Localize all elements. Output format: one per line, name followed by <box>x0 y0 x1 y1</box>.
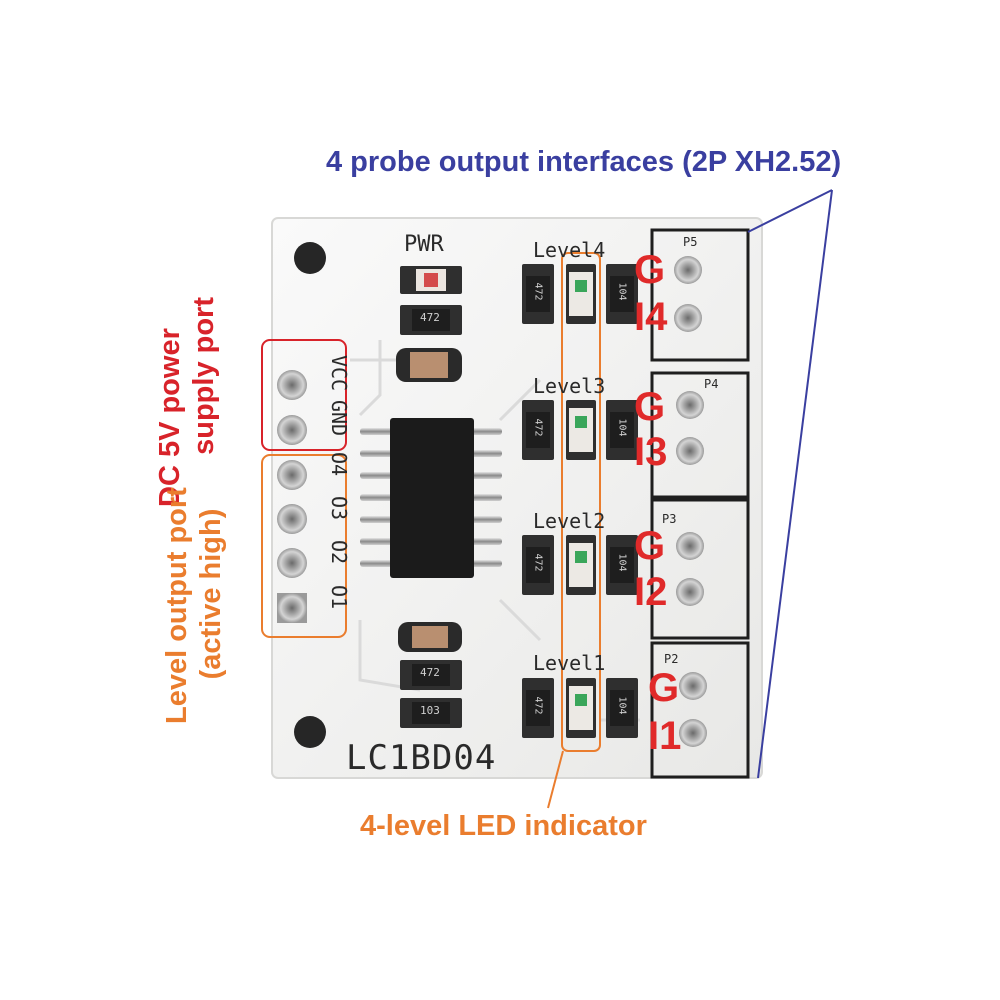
level-row-3 <box>522 400 638 460</box>
l4-res-right: 104 <box>616 282 628 301</box>
level-output-highlight <box>261 454 347 638</box>
header-pin-vcc: VCC <box>327 354 351 392</box>
bottom-resistor-code-1: 472 <box>420 666 440 679</box>
ic-chip <box>360 418 502 578</box>
probe-connector-pads <box>674 256 707 747</box>
mounting-hole <box>294 242 326 274</box>
port-p2-label: P2 <box>664 652 679 666</box>
l4-pin-i: I4 <box>634 295 668 339</box>
port-p3-label: P3 <box>662 512 677 526</box>
level-row-4 <box>522 264 638 324</box>
level4-silkscreen: Level4 <box>533 238 606 262</box>
level-row-2 <box>522 535 638 595</box>
l1-pin-i: I1 <box>648 714 682 758</box>
pcb-board <box>271 217 763 779</box>
power-port-highlight <box>261 339 347 451</box>
level-port-line1: Level output port <box>161 487 193 724</box>
l3-res-left: 472 <box>532 418 544 437</box>
l2-res-left: 472 <box>532 553 544 572</box>
l4-pin-g: G <box>634 248 666 292</box>
pwr-resistor-code: 472 <box>420 311 440 324</box>
header-pin-gnd: GND <box>327 399 351 437</box>
header-pin-o1: O1 <box>327 584 351 610</box>
level3-silkscreen: Level3 <box>533 374 606 398</box>
led-indicator-highlight <box>561 252 601 752</box>
l2-res-right: 104 <box>616 553 628 572</box>
board-model-label: LC1BD04 <box>346 738 497 778</box>
l4-res-left: 472 <box>532 282 544 301</box>
l3-pin-g: G <box>634 385 666 429</box>
l1-res-right: 104 <box>616 696 628 715</box>
level-port-caption: Level output port (active high) <box>160 464 240 724</box>
l1-pin-g: G <box>648 666 680 710</box>
pwr-silkscreen: PWR <box>404 232 444 257</box>
level2-silkscreen: Level2 <box>533 509 606 533</box>
led-callout-line <box>547 750 564 809</box>
mounting-hole <box>294 716 326 748</box>
probe-interfaces-caption: 4 probe output interfaces (2P XH2.52) <box>326 146 842 178</box>
level-port-line2: (active high) <box>195 508 227 680</box>
l3-pin-i: I3 <box>634 430 668 474</box>
l3-res-right: 104 <box>616 418 628 437</box>
header-pin-o3: O3 <box>327 495 351 521</box>
l1-res-left: 472 <box>532 696 544 715</box>
header-pin-o2: O2 <box>327 539 351 565</box>
header-pin-o4: O4 <box>327 451 351 477</box>
led-indicator-caption: 4-level LED indicator <box>360 810 647 842</box>
l2-pin-g: G <box>634 524 666 568</box>
port-p4-label: P4 <box>704 377 719 391</box>
level-row-1 <box>522 678 638 738</box>
bottom-resistor-code-2: 103 <box>420 704 440 717</box>
l2-pin-i: I2 <box>634 570 668 614</box>
level1-silkscreen: Level1 <box>533 651 606 675</box>
port-p5-label: P5 <box>683 235 698 249</box>
probe-callout-lines <box>747 189 833 779</box>
pin-header <box>277 370 307 623</box>
